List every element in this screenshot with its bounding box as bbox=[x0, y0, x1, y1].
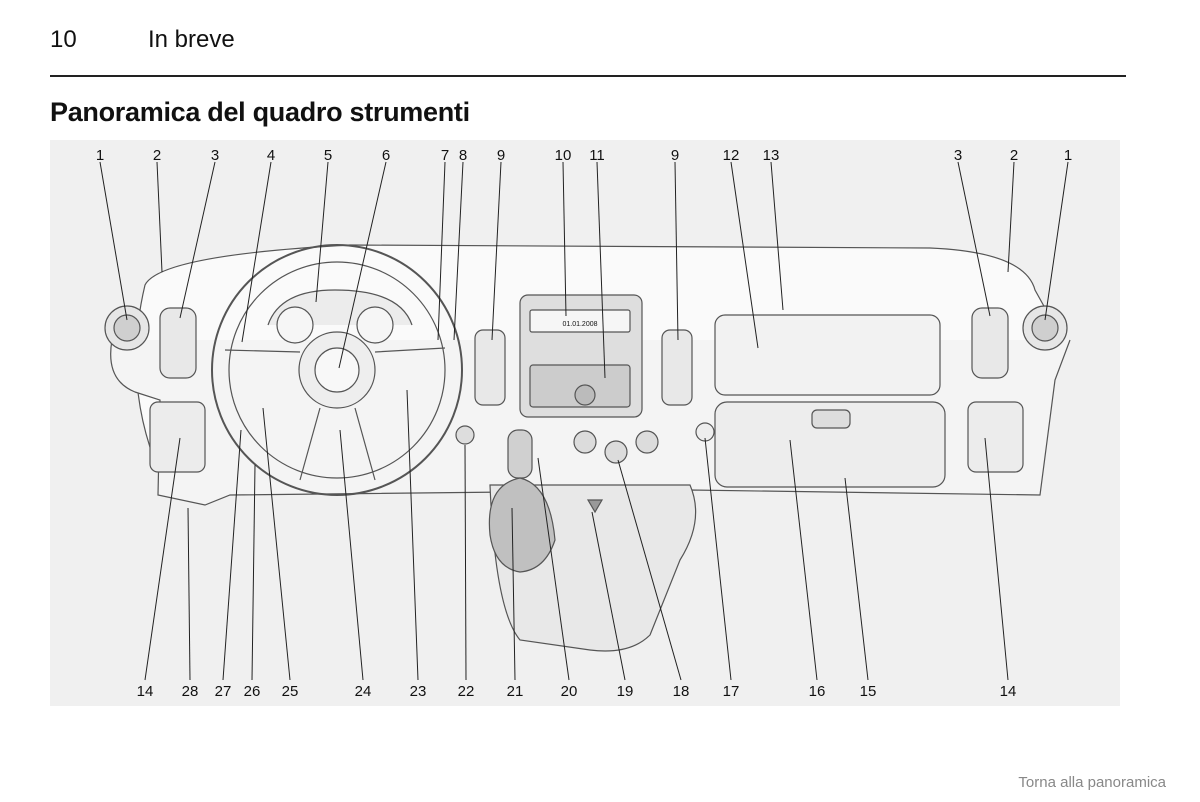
callout-label-top: 9 bbox=[671, 147, 679, 164]
back-to-overview-link[interactable]: Torna alla panoramica bbox=[1018, 774, 1166, 791]
callout-label-top: 10 bbox=[555, 147, 572, 164]
callout-label-bottom: 17 bbox=[723, 683, 740, 700]
callout-label-bottom: 18 bbox=[673, 683, 690, 700]
bottom-callout-labels: 14 28 27 26 25 24 23 22 21 20 19 18 17 1… bbox=[137, 683, 1017, 700]
callout-label-top: 1 bbox=[1064, 147, 1072, 164]
section-title: In breve bbox=[148, 26, 235, 53]
callout-label-top: 8 bbox=[459, 147, 467, 164]
callout-label-bottom: 26 bbox=[244, 683, 261, 700]
callout-label-top: 7 bbox=[441, 147, 449, 164]
radio-display-text: 01.01.2008 bbox=[562, 321, 597, 328]
dashboard-drawing bbox=[104, 244, 1071, 652]
callout-label-bottom: 27 bbox=[215, 683, 232, 700]
callout-label-top: 5 bbox=[324, 147, 332, 164]
callout-label-top: 2 bbox=[1010, 147, 1018, 164]
callout-label-top: 1 bbox=[96, 147, 104, 164]
callout-label-bottom: 28 bbox=[182, 683, 199, 700]
callout-label-top: 9 bbox=[497, 147, 505, 164]
top-callout-labels: 1 2 3 4 5 6 7 8 9 10 11 9 12 13 3 2 1 bbox=[96, 147, 1072, 164]
callout-label-top: 13 bbox=[763, 147, 780, 164]
header-rule bbox=[50, 75, 1126, 77]
callout-label-bottom: 20 bbox=[561, 683, 578, 700]
callout-label-top: 6 bbox=[382, 147, 390, 164]
callout-label-bottom: 22 bbox=[458, 683, 475, 700]
callout-label-top: 12 bbox=[723, 147, 740, 164]
page-number: 10 bbox=[50, 26, 77, 53]
callout-label-top: 2 bbox=[153, 147, 161, 164]
callout-label-bottom: 15 bbox=[860, 683, 877, 700]
callout-label-bottom: 16 bbox=[809, 683, 826, 700]
callout-label-bottom: 19 bbox=[617, 683, 634, 700]
callout-label-top: 3 bbox=[211, 147, 219, 164]
callout-label-bottom: 14 bbox=[1000, 683, 1017, 700]
callout-label-top: 3 bbox=[954, 147, 962, 164]
page-title: Panoramica del quadro strumenti bbox=[50, 97, 470, 127]
callout-label-top: 11 bbox=[589, 147, 605, 164]
callout-label-bottom: 21 bbox=[507, 683, 524, 700]
callout-label-bottom: 14 bbox=[137, 683, 154, 700]
callout-label-bottom: 24 bbox=[355, 683, 372, 700]
dashboard-svg: 1 2 3 4 5 6 7 8 9 10 11 9 12 13 3 2 1 14… bbox=[96, 147, 1072, 700]
callout-label-bottom: 23 bbox=[410, 683, 427, 700]
callout-label-bottom: 25 bbox=[282, 683, 299, 700]
dashboard-illustration: 1 2 3 4 5 6 7 8 9 10 11 9 12 13 3 2 1 14… bbox=[50, 140, 1120, 706]
callout-label-top: 4 bbox=[267, 147, 275, 164]
callout-lines bbox=[99, 161, 1069, 681]
